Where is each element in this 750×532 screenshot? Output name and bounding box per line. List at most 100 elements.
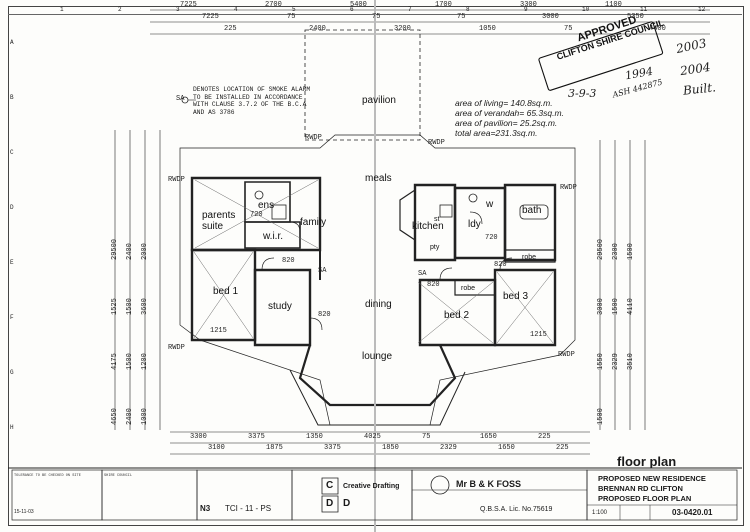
room-pantry: pty [430, 244, 440, 251]
title-block-notes-1: TOLERANCE TO BE CHECKED ON SITE [14, 474, 81, 478]
dim-bottom-1: 3100 [208, 444, 225, 452]
room-ens: ens [258, 200, 275, 211]
ruler-top-9: 9 [524, 6, 528, 13]
ruler-top-12: 12 [698, 6, 706, 13]
ruler-top-2: 2 [118, 6, 122, 13]
dim-left-4: 1500 [126, 298, 134, 315]
dim-bottom-0: 3300 [190, 433, 207, 441]
door-820-d: 820 [318, 311, 331, 319]
window-1215-a: 1215 [210, 327, 227, 335]
door-720-b: 720 [485, 234, 498, 242]
dim-top-2: 225 [224, 25, 237, 33]
room-wir: w.i.r. [263, 231, 284, 242]
dim-right-2: 1500 [627, 243, 635, 260]
rwdp-6: RWDP [558, 351, 575, 359]
tb-project-1: PROPOSED NEW RESIDENCE [598, 474, 706, 483]
dim-left-0: 29500 [111, 238, 119, 260]
window-1215-b: 1215 [530, 331, 547, 339]
dim-top-11: 1050 [479, 25, 496, 33]
rwdp-3: RWDP [168, 176, 185, 184]
room-dining: dining [365, 299, 392, 310]
door-820-b: 820 [427, 281, 440, 289]
room-lounge: lounge [362, 351, 393, 362]
tb-date: 15-11-03 [14, 509, 34, 515]
dim-bottom-5: 3375 [324, 444, 341, 452]
dim-top-0: 7225 [180, 1, 197, 9]
dim-top-5: 2400 [309, 25, 326, 33]
dim-top-7: 75 [372, 13, 381, 21]
rwdp-2: RWDP [428, 139, 445, 147]
ruler-left-G: G [10, 369, 14, 376]
room-study: study [268, 301, 292, 312]
dim-top-9: 1700 [435, 1, 452, 9]
dim-right-8: 3510 [627, 353, 635, 370]
tb-logo-d1: D [326, 498, 334, 509]
room-bath: bath [522, 205, 542, 216]
tb-n3: N3 [200, 504, 211, 513]
dim-bottom-3: 1875 [266, 444, 283, 452]
ruler-left-E: E [10, 259, 14, 266]
dim-bottom-10: 1650 [480, 433, 497, 441]
ruler-left-H: H [10, 424, 14, 431]
door-820-c: 820 [494, 261, 507, 269]
ruler-left-F: F [10, 314, 14, 321]
room-robe: robe [461, 285, 476, 292]
room-store: st [434, 216, 440, 223]
dim-bottom-9: 2329 [440, 444, 457, 452]
ruler-top-6: 6 [350, 6, 354, 13]
tb-client: Mr B & K FOSS [456, 479, 522, 489]
smoke-alarm-right: SA [418, 270, 427, 278]
smoke-alarm-symbol: SA [176, 95, 185, 103]
dim-left-5: 3600 [141, 298, 149, 315]
tb-project-3: PROPOSED FLOOR PLAN [598, 494, 692, 503]
rwdp-5: RWDP [168, 344, 185, 352]
ruler-left-C: C [10, 149, 14, 156]
dim-bottom-13: 225 [556, 444, 569, 452]
dim-bottom-4: 1350 [306, 433, 323, 441]
dim-left-8: 1200 [141, 353, 149, 370]
dim-bottom-12: 225 [538, 433, 551, 441]
dim-top-6: 5400 [350, 1, 367, 9]
tb-scale: 1:100 [592, 510, 608, 516]
smoke-alarm-left: SA [318, 267, 327, 275]
ruler-top-5: 5 [292, 6, 296, 13]
tb-logo-c: C [326, 480, 334, 491]
dim-top-14: 75 [564, 25, 573, 33]
room-bed2: bed 2 [444, 310, 470, 321]
area-pavilion: area of pavilion= 25.2sq.m. [455, 118, 558, 128]
area-schedule: area of living= 140.8sq.m. area of veran… [455, 98, 564, 138]
area-living: area of living= 140.8sq.m. [455, 98, 553, 108]
room-wc: w [486, 199, 494, 210]
ruler-top-4: 4 [234, 6, 238, 13]
dim-top-3: 2700 [265, 1, 282, 9]
dim-top-12: 3300 [520, 1, 537, 9]
parents-suite-label: parents suite [202, 210, 236, 232]
tb-firm: Creative Drafting [343, 483, 400, 490]
dim-top-16: 5350 [627, 13, 644, 21]
dim-left-1: 2400 [126, 243, 134, 260]
tb-qbsa: Q.B.S.A. Lic. No.75619 [480, 506, 553, 513]
dim-left-7: 1500 [126, 353, 134, 370]
ruler-top-7: 7 [408, 6, 412, 13]
ruler-left-D: D [10, 204, 14, 211]
room-ldy: ldy [468, 219, 481, 230]
dim-right-9: 1500 [597, 408, 605, 425]
dim-left-6: 4175 [111, 353, 119, 370]
ruler-top-8: 8 [466, 6, 470, 13]
dim-top-13: 3000 [542, 13, 559, 21]
dim-right-0: 29500 [597, 238, 605, 260]
door-720-a: 720 [250, 211, 263, 219]
dim-bottom-8: 75 [422, 433, 431, 441]
dim-bottom-6: 4025 [364, 433, 381, 441]
dim-top-1: 7225 [202, 13, 219, 21]
dim-right-3: 3000 [597, 298, 605, 315]
tb-drawing-no: 03-0420.01 [672, 508, 713, 517]
dim-top-4: 75 [287, 13, 296, 21]
dim-bottom-7: 1850 [382, 444, 399, 452]
ruler-top-11: 11 [640, 6, 648, 13]
dim-top-17: 4400 [649, 25, 666, 33]
room-parents-suite: parents suite [202, 210, 235, 232]
dim-top-10: 75 [457, 13, 466, 21]
dim-right-6: 1550 [597, 353, 605, 370]
